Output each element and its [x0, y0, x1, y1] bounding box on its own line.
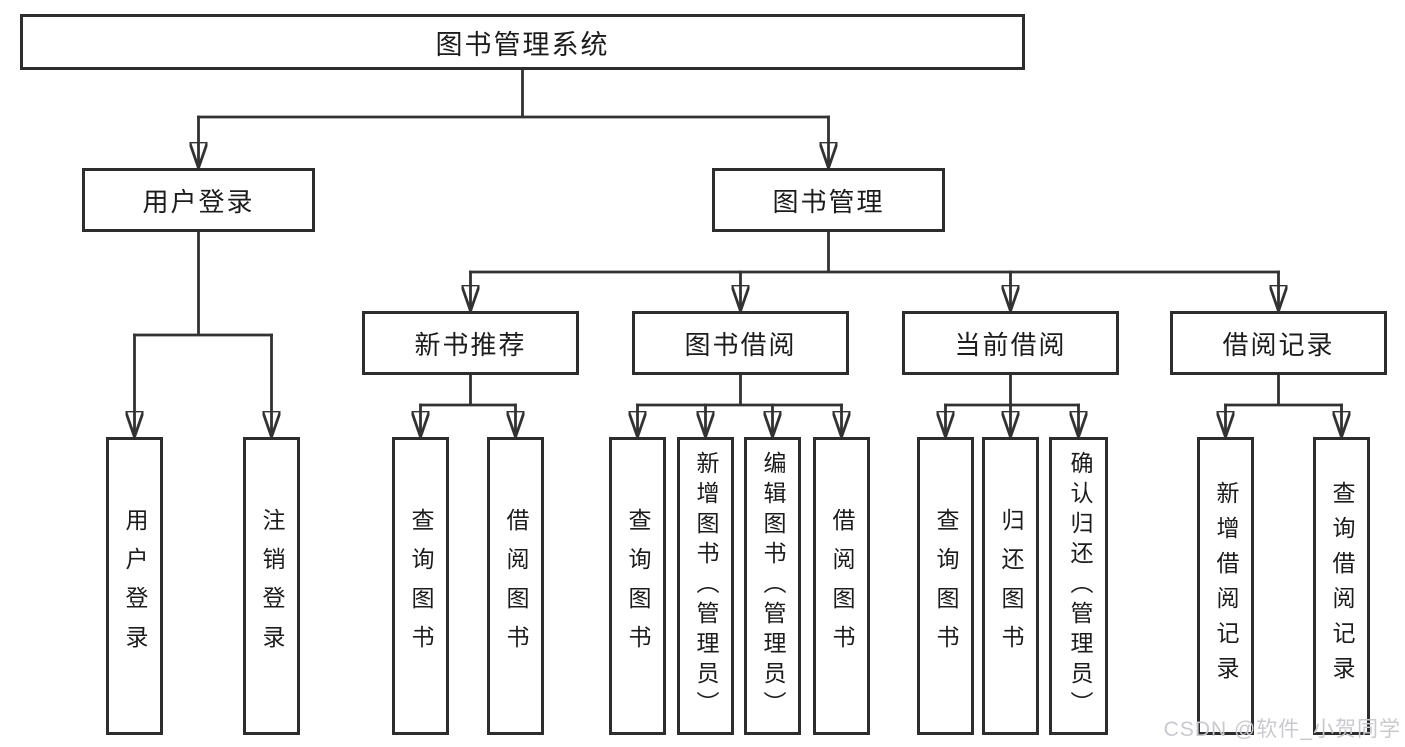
leaf-query-books-3: 查询图书	[917, 437, 974, 735]
leaf-add-borrow-record: 新增借阅记录	[1197, 437, 1254, 735]
node-new-book-recommend: 新书推荐	[362, 311, 579, 375]
leaf-query-books-1: 查询图书	[392, 437, 449, 735]
leaf-query-books-2: 查询图书	[609, 437, 666, 735]
leaf-logout: 注销登录	[243, 437, 300, 735]
leaf-query-borrow-record: 查询借阅记录	[1313, 437, 1370, 735]
leaf-return-books: 归还图书	[982, 437, 1039, 735]
leaf-confirm-return-admin: 确认归还（管理员）	[1049, 437, 1108, 735]
node-book-management: 图书管理	[712, 168, 945, 232]
leaf-edit-books-admin: 编辑图书（管理员）	[744, 437, 801, 735]
node-user-login: 用户登录	[82, 168, 315, 232]
node-current-borrow: 当前借阅	[902, 311, 1119, 375]
leaf-borrow-books-2: 借阅图书	[813, 437, 870, 735]
watermark: CSDN @软件_小贺同学	[1163, 718, 1401, 741]
leaf-user-login: 用户登录	[106, 437, 163, 735]
node-root: 图书管理系统	[20, 14, 1025, 70]
leaf-borrow-books-1: 借阅图书	[487, 437, 544, 735]
leaf-add-books-admin: 新增图书（管理员）	[677, 437, 734, 735]
node-book-borrow: 图书借阅	[632, 311, 849, 375]
node-borrow-records: 借阅记录	[1170, 311, 1387, 375]
